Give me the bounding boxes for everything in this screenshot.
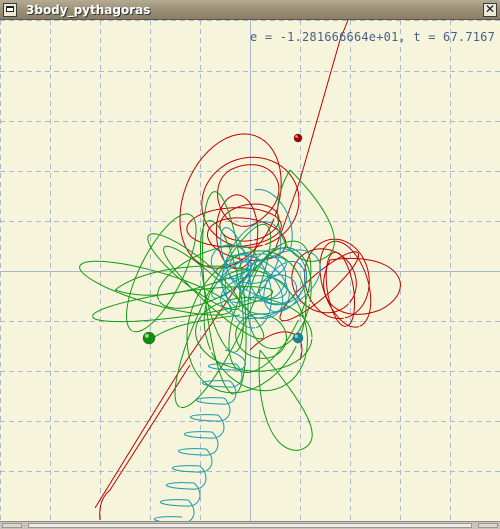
cyan-body xyxy=(292,332,304,344)
horizontal-scrollbar[interactable] xyxy=(0,521,500,529)
red-trail xyxy=(217,164,280,227)
window-title: 3body_pythagoras xyxy=(26,3,151,17)
green-body-highlight xyxy=(144,333,149,338)
red-trail xyxy=(249,331,303,361)
red-trail xyxy=(279,238,372,328)
green-trail xyxy=(79,191,274,408)
red-trail xyxy=(99,364,191,521)
red-body xyxy=(293,133,303,143)
scroll-right-arrow[interactable] xyxy=(478,523,498,528)
title-bar[interactable]: 3body_pythagoras ✕ xyxy=(0,0,500,20)
scroll-left-arrow[interactable] xyxy=(2,523,22,528)
red-trail xyxy=(323,258,401,315)
cyan-body-highlight xyxy=(294,334,298,338)
orbit-trails xyxy=(79,20,401,521)
cyan-trail xyxy=(254,189,293,251)
green-body xyxy=(142,331,156,345)
grid-lines xyxy=(0,20,500,521)
scrollbar-thumb[interactable] xyxy=(28,523,472,528)
close-icon[interactable]: ✕ xyxy=(483,2,497,17)
cyan-trail xyxy=(154,349,246,521)
orbit-plot xyxy=(0,20,500,521)
red-body-highlight xyxy=(295,135,298,138)
green-trail xyxy=(149,314,241,341)
energy-time-readout: e = -1.281666664e+01, t = 67.7167 xyxy=(250,30,496,44)
red-trail xyxy=(179,133,300,270)
green-trail xyxy=(277,169,335,262)
green-trail xyxy=(258,349,313,451)
window-menu-icon[interactable] xyxy=(3,3,17,17)
green-trail xyxy=(186,240,313,394)
cyan-trail xyxy=(210,221,321,329)
bodies xyxy=(142,133,304,345)
red-trail xyxy=(94,20,349,509)
simulation-canvas[interactable]: e = -1.281666664e+01, t = 67.7167 xyxy=(0,20,500,521)
